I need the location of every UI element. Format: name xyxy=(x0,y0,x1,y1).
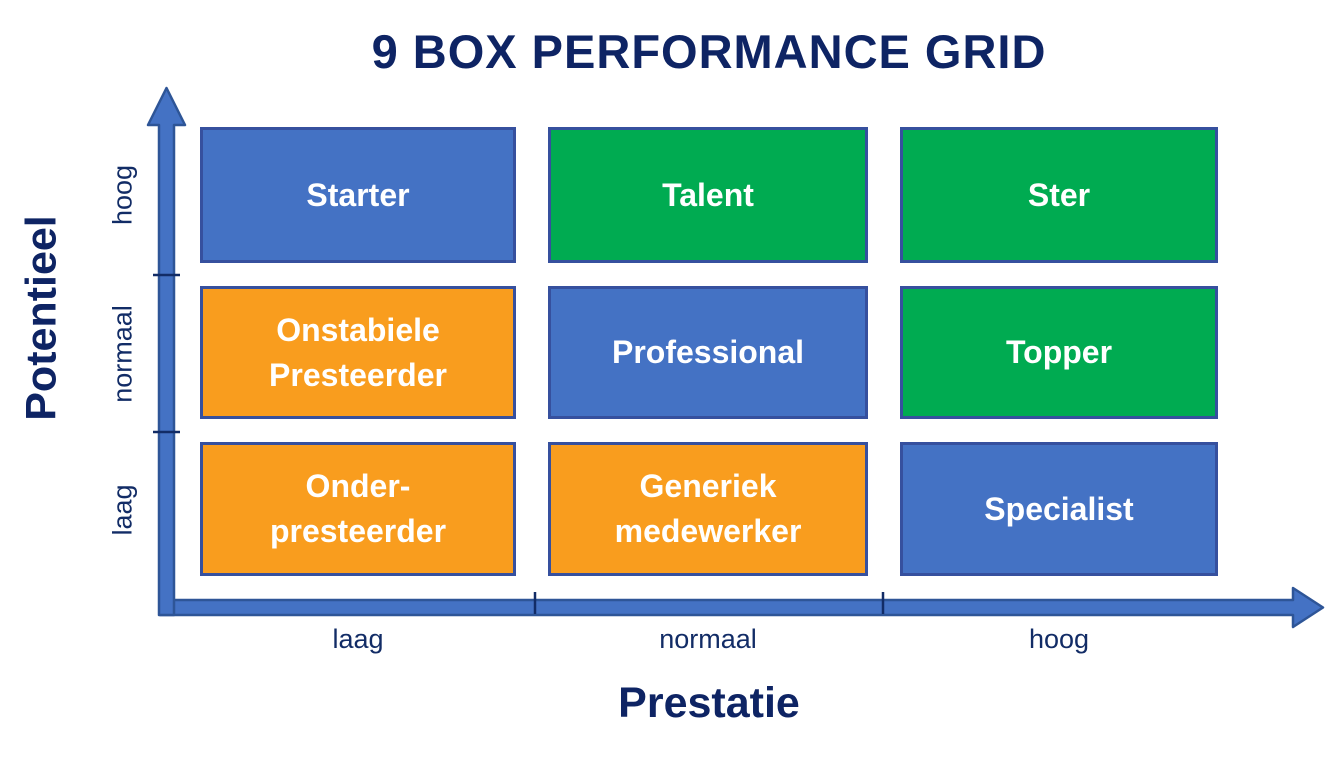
y-axis-tick-label-normaal: normaal xyxy=(107,305,138,403)
x-axis-title: Prestatie xyxy=(618,679,800,727)
x-axis-arrow xyxy=(158,586,1325,629)
y-axis-tick-label-hoog: hoog xyxy=(107,164,138,226)
x-axis-tick-label-hoog: hoog xyxy=(1028,624,1090,654)
page-title: 9 BOX PERFORMANCE GRID xyxy=(371,25,1047,78)
y-axis-title: Potentieel xyxy=(17,215,66,421)
grid-cell-onder-presteerder: Onder- presteerder xyxy=(200,442,516,576)
x-axis-tick-labels: laag normaal hoog xyxy=(200,624,1218,655)
grid-cell-generiek-medewerker: Generiek medewerker xyxy=(548,442,868,576)
grid-cell-specialist: Specialist xyxy=(900,442,1218,576)
y-axis-tick-label-laag: laag xyxy=(107,484,138,536)
grid-cell-professional: Professional xyxy=(548,286,868,419)
x-axis-tick-label-laag: laag xyxy=(332,624,384,654)
y-axis-arrow xyxy=(146,86,187,617)
x-axis-tick-label-normaal: normaal xyxy=(659,624,757,654)
grid-cell-ster: Ster xyxy=(900,127,1218,263)
grid-cell-starter: Starter xyxy=(200,127,516,263)
nine-box-grid: Starter Talent Ster Onstabiele Presteerd… xyxy=(200,127,1218,576)
grid-cell-onstabiele-presteerder: Onstabiele Presteerder xyxy=(200,286,516,419)
grid-cell-talent: Talent xyxy=(548,127,868,263)
grid-cell-topper: Topper xyxy=(900,286,1218,419)
